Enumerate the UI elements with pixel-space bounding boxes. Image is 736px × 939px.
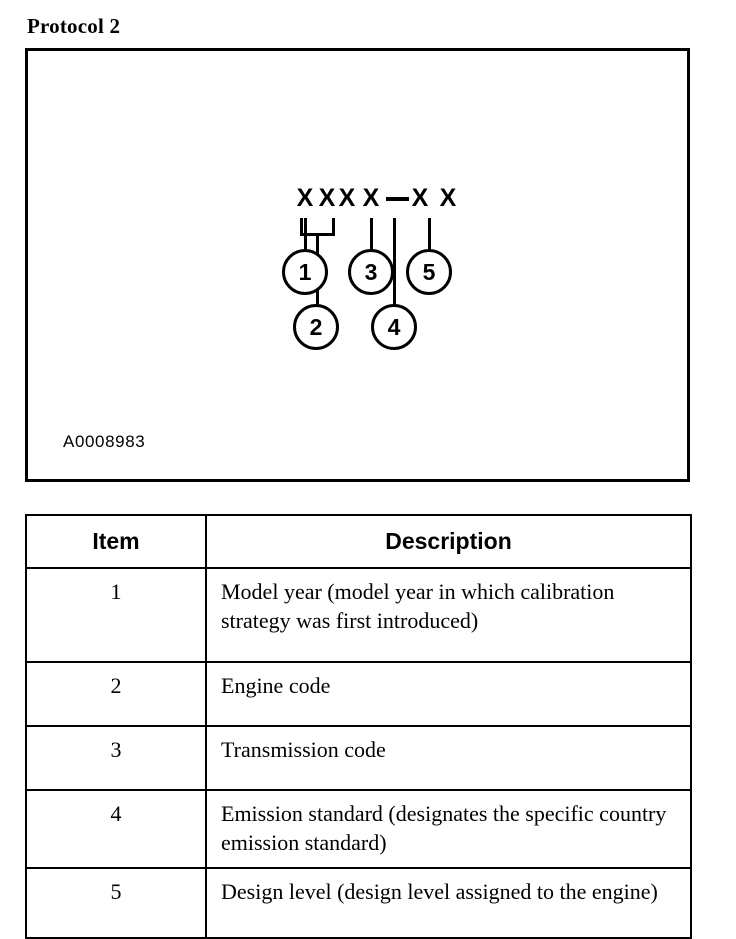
- cell-item-number: 4: [25, 789, 207, 869]
- code-char-2a: X: [318, 184, 336, 212]
- cell-item-description: Transmission code: [205, 725, 692, 791]
- cell-item-number: 2: [25, 661, 207, 727]
- table-row: 3 Transmission code: [25, 725, 692, 791]
- leader-line-5: [428, 218, 431, 251]
- figure-diagram: X X X X X X 1 2 3 4 5 A0008983: [28, 51, 687, 479]
- page-title: Protocol 2: [27, 14, 121, 38]
- code-char-4: X: [411, 184, 429, 212]
- cell-item-number: 5: [25, 867, 207, 939]
- figure-box: X X X X X X 1 2 3 4 5 A0008983: [25, 48, 690, 482]
- figure-reference-code: A0008983: [63, 432, 146, 451]
- leader-line-4: [393, 218, 396, 308]
- cell-item-description: Model year (model year in which calibrat…: [205, 567, 692, 663]
- table-row: 2 Engine code: [25, 661, 692, 727]
- cell-item-description: Engine code: [205, 661, 692, 727]
- table-row: 5 Design level (design level assigned to…: [25, 867, 692, 939]
- leader-line-3: [370, 218, 373, 251]
- table-row: 1 Model year (model year in which calibr…: [25, 567, 692, 663]
- callout-circle-1: 1: [282, 249, 328, 295]
- column-header-item: Item: [25, 514, 207, 569]
- code-char-5: X: [439, 184, 457, 212]
- code-char-2b: X: [338, 184, 356, 212]
- callout-circle-3: 3: [348, 249, 394, 295]
- cell-item-number: 1: [25, 567, 207, 663]
- code-separator-dash: [386, 197, 409, 201]
- callout-circle-2: 2: [293, 304, 339, 350]
- callout-circle-4: 4: [371, 304, 417, 350]
- cell-item-description: Emission standard (designates the specif…: [205, 789, 692, 869]
- callout-circle-5: 5: [406, 249, 452, 295]
- table-header-row: Item Description: [25, 514, 692, 569]
- code-char-1: X: [296, 184, 314, 212]
- code-char-3: X: [362, 184, 380, 212]
- column-header-description: Description: [205, 514, 692, 569]
- cell-item-description: Design level (design level assigned to t…: [205, 867, 692, 939]
- table-row: 4 Emission standard (designates the spec…: [25, 789, 692, 869]
- specification-table: Item Description 1 Model year (model yea…: [25, 514, 692, 939]
- cell-item-number: 3: [25, 725, 207, 791]
